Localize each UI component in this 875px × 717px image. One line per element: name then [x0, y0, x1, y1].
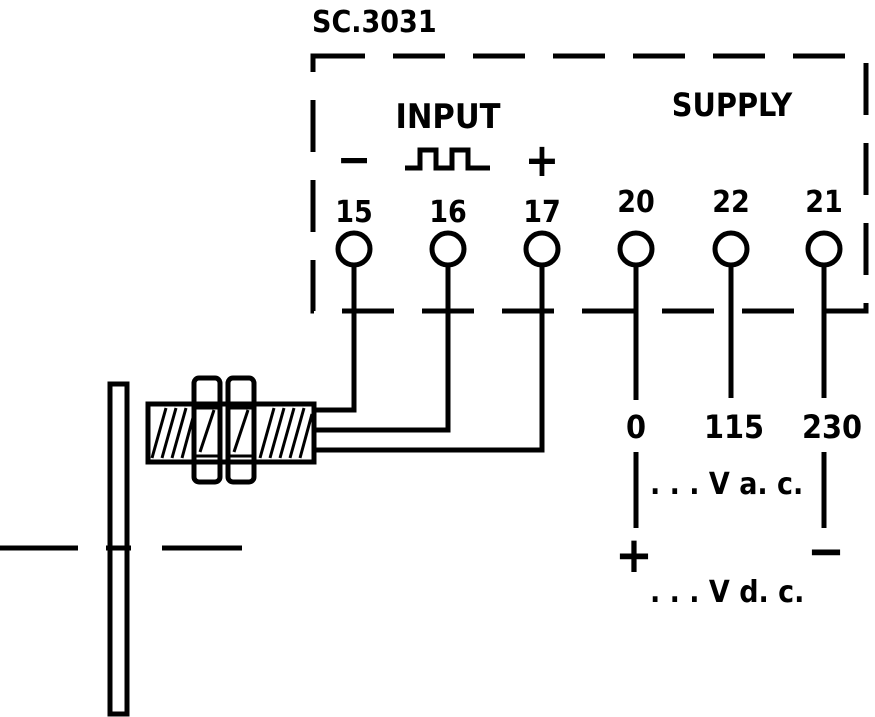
vac-label: . . . V a. c. [650, 467, 803, 502]
input-plus-sign: + [525, 133, 560, 187]
terminal-label-21: 21 [805, 185, 843, 220]
wire-15 [314, 265, 357, 413]
terminal-label-15: 15 [335, 195, 373, 230]
vdc-label: . . . V d. c. [650, 575, 804, 610]
proximity-sensor-icon [145, 375, 317, 485]
supply-value-230: 230 [802, 408, 862, 446]
supply-value-115: 115 [704, 408, 764, 446]
terminal-label-16: 16 [429, 195, 467, 230]
terminal-20 [617, 230, 655, 268]
dc-minus-sign: − [807, 522, 845, 580]
dc-plus-sign: + [615, 526, 653, 584]
supply-label: SUPPLY [672, 86, 794, 124]
wire-17 [314, 265, 545, 453]
supply-value-0: 0 [626, 408, 646, 446]
terminal-16 [429, 230, 467, 268]
enclosure-dashed-box [310, 53, 869, 314]
terminal-15 [335, 230, 373, 268]
terminal-label-22: 22 [712, 185, 750, 220]
input-label: INPUT [395, 97, 500, 137]
terminal-label-17: 17 [523, 195, 561, 230]
wire-16 [314, 265, 451, 433]
square-wave-icon [405, 147, 490, 171]
terminal-label-20: 20 [617, 185, 655, 220]
terminal-17 [523, 230, 561, 268]
input-minus-sign: − [337, 132, 372, 186]
terminal-21 [805, 230, 843, 268]
model-label: SC.3031 [312, 5, 437, 40]
terminal-22 [712, 230, 750, 268]
